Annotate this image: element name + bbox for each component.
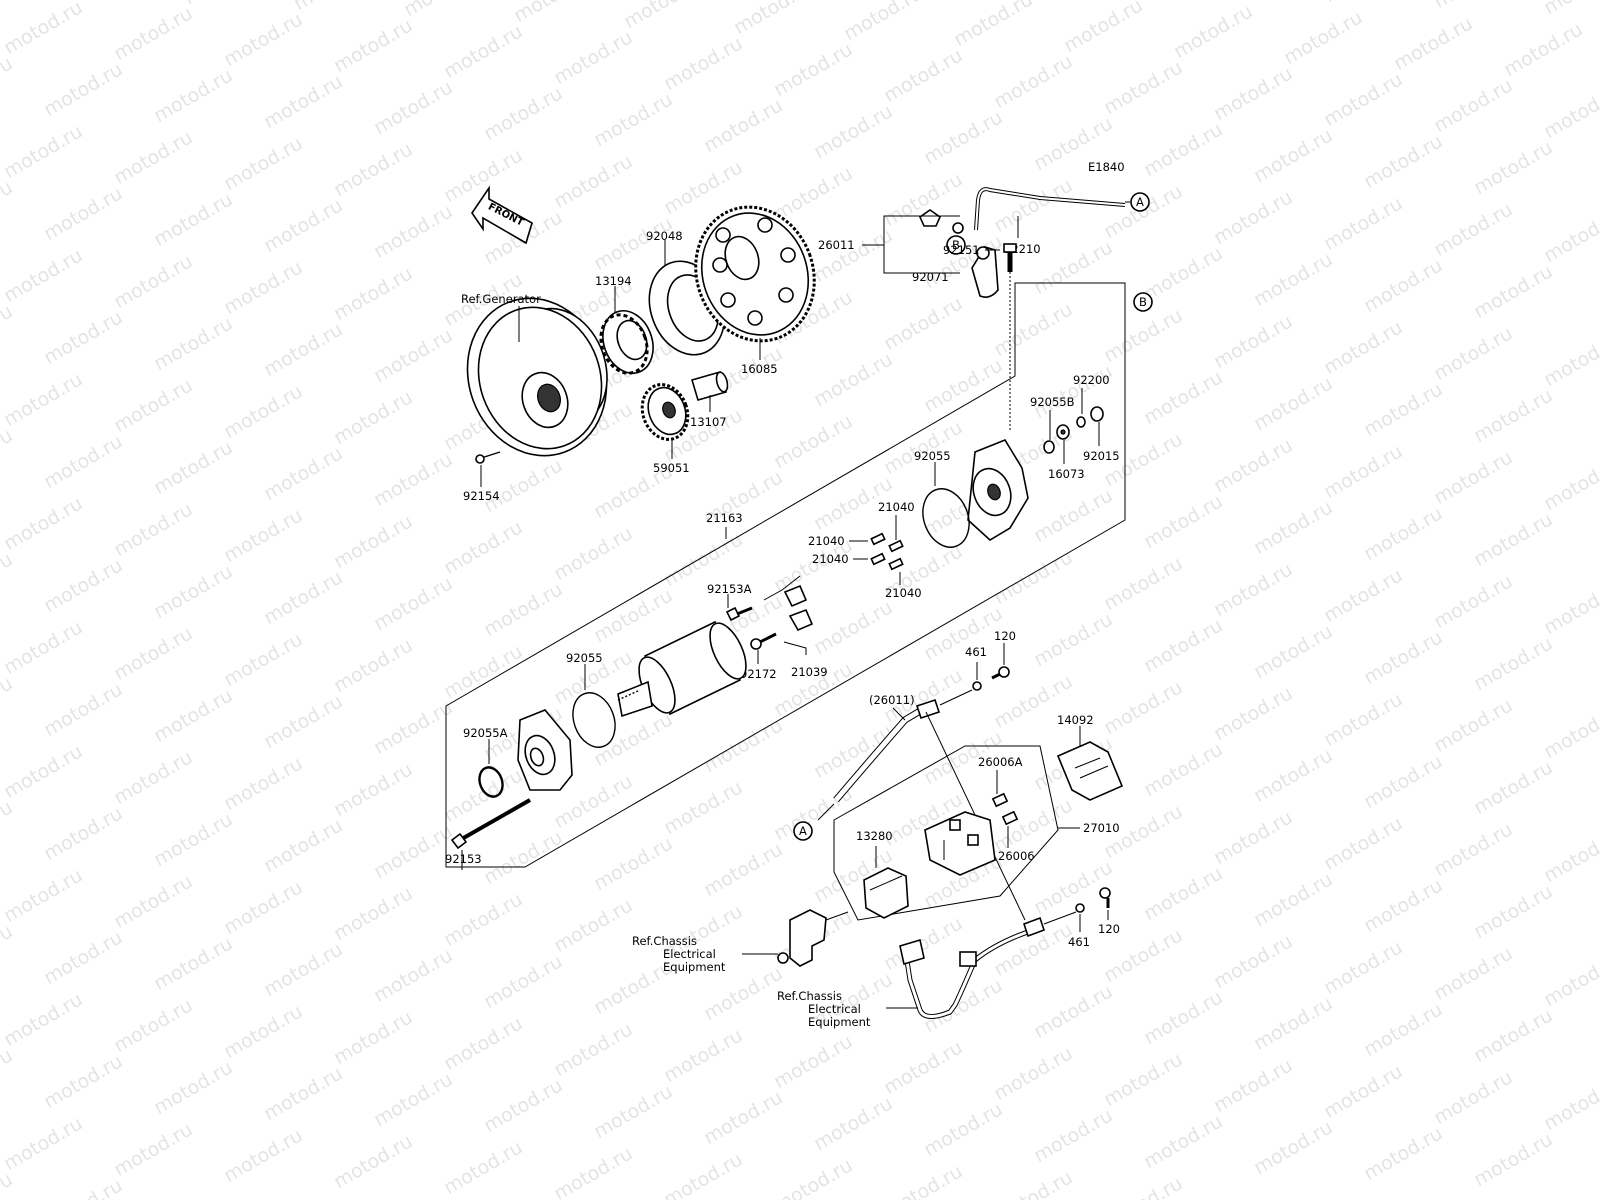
washers-group	[1043, 406, 1104, 454]
starter-relay	[924, 811, 996, 876]
part-21040-d: 21040	[885, 586, 922, 600]
part-92055-top: 92055	[914, 449, 951, 463]
part-21163: 21163	[706, 511, 743, 525]
starter-assembly-outline	[445, 282, 1126, 868]
relay-cover-14092	[1056, 741, 1124, 801]
brushes-21040	[870, 532, 904, 571]
screw-92154	[475, 451, 501, 464]
part-92055A: 92055A	[463, 726, 508, 740]
part-21040-b: 21040	[808, 534, 845, 548]
o-ring-92055-top	[922, 488, 970, 548]
part-92071: 92071	[912, 270, 949, 284]
starter-armature	[617, 620, 747, 718]
connector-b-top-label: B	[952, 238, 960, 252]
connector-b-right-label: B	[1139, 295, 1147, 309]
part-92153A: 92153A	[707, 582, 752, 596]
relay-group-outline	[833, 745, 1059, 921]
ref-chassis-2: Ref.Chassis Electrical Equipment	[777, 989, 871, 1029]
part-92153: 92153	[445, 852, 482, 866]
part-92200: 92200	[1073, 373, 1110, 387]
connector-a-bottom	[793, 821, 813, 841]
shaft-13107	[691, 371, 729, 401]
diagram-code: E1840	[1088, 160, 1125, 174]
connector-a-bottom-label: A	[799, 824, 807, 838]
long-bolt-92153	[450, 798, 531, 850]
svg-text:Electrical: Electrical	[663, 947, 716, 961]
connector-a-top-label: A	[1136, 195, 1144, 209]
starter-cable-top	[919, 187, 1126, 298]
svg-text:Equipment: Equipment	[663, 960, 726, 974]
connector-a-top	[1130, 192, 1150, 212]
bolt-92151	[1003, 243, 1017, 430]
part-21040-c: 21040	[812, 552, 849, 566]
part-27010: 27010	[1083, 821, 1120, 835]
nut-461-bot	[1075, 903, 1085, 913]
nut-461-top	[972, 681, 982, 691]
screw-92153A	[725, 606, 753, 622]
svg-text:Equipment: Equipment	[808, 1015, 871, 1029]
connector-b-top	[946, 235, 966, 255]
connector-b-right	[1133, 292, 1153, 312]
one-way-clutch	[599, 310, 654, 375]
part-461-top: 461	[965, 645, 987, 659]
o-ring-92055-mid	[572, 692, 616, 748]
part-26006: 26006	[998, 849, 1035, 863]
part-26011: 26011	[818, 238, 855, 252]
screw-120-top	[991, 666, 1010, 680]
fuses-26006	[991, 792, 1019, 826]
ref-chassis-1: Ref.Chassis Electrical Equipment	[632, 934, 726, 974]
part-92154: 92154	[463, 489, 500, 503]
gear-59051	[640, 383, 690, 441]
part-26011-paren: (26011)	[869, 693, 915, 707]
front-cover	[517, 709, 573, 791]
part-92048: 92048	[646, 229, 683, 243]
relay-harness	[899, 911, 1077, 1019]
svg-text:Ref.Chassis: Ref.Chassis	[632, 934, 697, 948]
relay-bracket	[777, 909, 849, 967]
rear-cover	[967, 439, 1029, 541]
part-120-top: 120	[994, 629, 1016, 643]
part-92151: 92151	[943, 243, 980, 257]
part-21040-a: 21040	[878, 500, 915, 514]
relay-13280	[863, 867, 909, 919]
part-16085: 16085	[741, 362, 778, 376]
part-13107: 13107	[690, 415, 727, 429]
screw-92172	[750, 632, 777, 650]
part-13194: 13194	[595, 274, 632, 288]
part-13280: 13280	[856, 829, 893, 843]
svg-text:Ref.Chassis: Ref.Chassis	[777, 989, 842, 1003]
svg-text:Electrical: Electrical	[808, 1002, 861, 1016]
front-arrow-icon: FRONT	[471, 185, 533, 245]
part-59051: 59051	[653, 461, 690, 475]
part-92172: 92172	[740, 667, 777, 681]
part-461-bot: 461	[1068, 935, 1090, 949]
part-16073: 16073	[1048, 467, 1085, 481]
part-92055B: 92055B	[1030, 395, 1075, 409]
starter-gear-16085	[694, 205, 816, 343]
ref-generator: Ref.Generator	[461, 292, 541, 306]
part-21039: 21039	[791, 665, 828, 679]
part-120-bot: 120	[1098, 922, 1120, 936]
part-92015: 92015	[1083, 449, 1120, 463]
brush-holder-21039	[783, 584, 814, 632]
seal-92055A	[478, 766, 504, 798]
screw-120-bot	[1099, 887, 1111, 908]
part-14092: 14092	[1057, 713, 1094, 727]
part-92055-mid: 92055	[566, 651, 603, 665]
generator-rotor	[466, 297, 608, 457]
part-26006A: 26006A	[978, 755, 1023, 769]
